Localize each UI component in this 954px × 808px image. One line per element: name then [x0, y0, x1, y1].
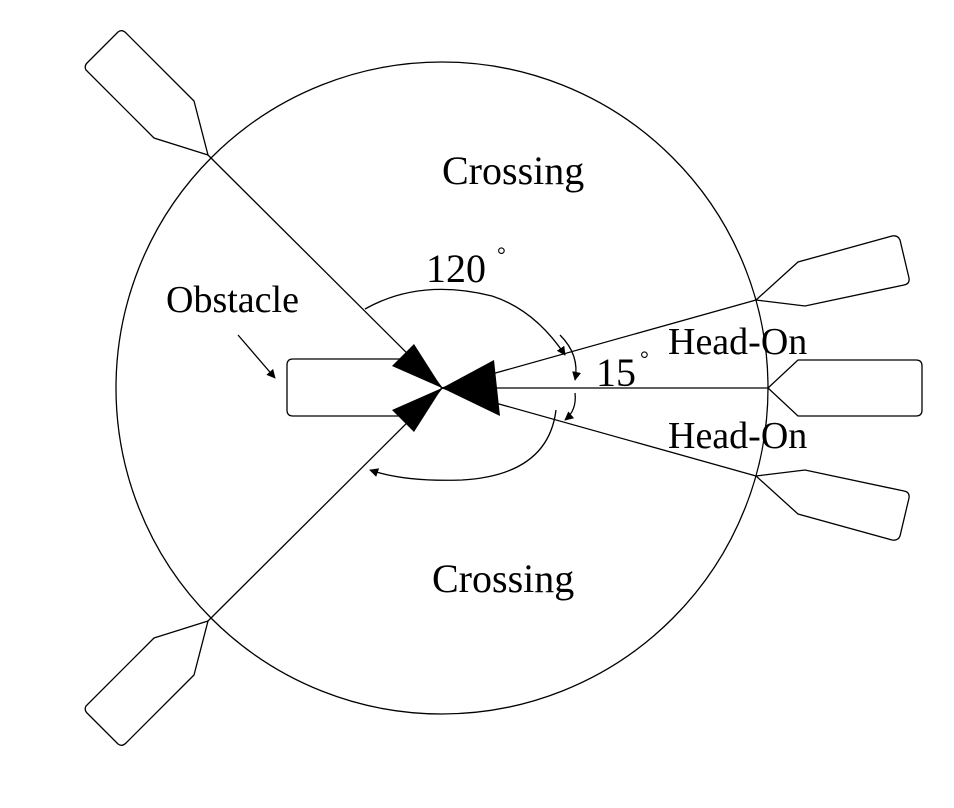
obstacle-pointer-arrow [237, 334, 276, 379]
vessel-upper-right [754, 235, 910, 307]
vessel-upper-left [84, 30, 209, 156]
angle-arc-lower [369, 409, 557, 481]
head-on-bottom-label: Head-On [668, 415, 807, 457]
bearing-line-upper-left [207, 154, 443, 389]
centre-triangle-upper [392, 344, 442, 388]
head-on-top-label: Head-On [668, 321, 807, 363]
vessel-lower-left [84, 620, 209, 746]
angle-120-degree: ° [497, 242, 506, 267]
angle-15-label: 15 [596, 350, 636, 395]
centre-triangle-lower [392, 388, 442, 432]
angle-arc-15 [559, 334, 581, 381]
obstacle-ship [286, 358, 443, 417]
angle-15-degree: ° [640, 346, 649, 371]
vessel-lower-right [754, 469, 910, 541]
centre-triangle-ahead [442, 360, 500, 416]
angle-120-label: 120 [426, 246, 486, 291]
crossing-top-label: Crossing [442, 148, 584, 193]
crossing-bottom-label: Crossing [432, 556, 574, 601]
vessel-ahead [767, 359, 923, 417]
obstacle-label: Obstacle [166, 279, 299, 321]
bearing-line-lower-left [207, 387, 443, 622]
angle-arc-15-lower [564, 392, 576, 421]
angle-arc-120 [364, 288, 566, 356]
